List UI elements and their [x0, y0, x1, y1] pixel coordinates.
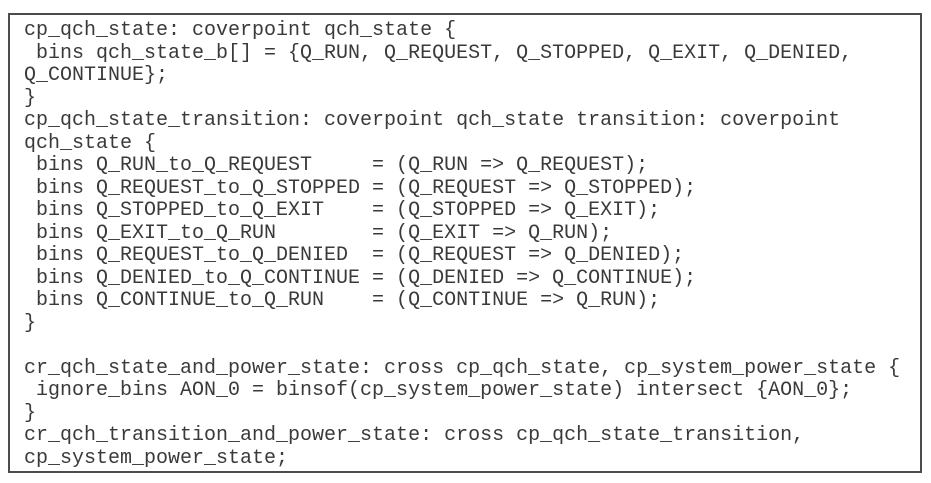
code-line: bins Q_DENIED_to_Q_CONTINUE = (Q_DENIED … [24, 266, 697, 290]
code-line: cr_qch_state_and_power_state: cross cp_q… [24, 356, 901, 380]
code-line: bins Q_CONTINUE_to_Q_RUN = (Q_CONTINUE =… [24, 289, 661, 312]
code-line: ignore_bins AON_0 = binsof(cp_system_pow… [24, 379, 853, 402]
code-line: cp_qch_state: coverpoint qch_state { [24, 19, 457, 42]
code-line: } [24, 401, 37, 425]
code-line: } [24, 311, 37, 335]
code-line: bins Q_REQUEST_to_Q_DENIED = (Q_REQUEST … [24, 244, 685, 267]
code-line: Q_CONTINUE}; [24, 64, 169, 87]
code-line: bins Q_REQUEST_to_Q_STOPPED = (Q_REQUEST… [24, 176, 697, 200]
code-line: bins Q_EXIT_to_Q_RUN = (Q_EXIT => Q_RUN)… [24, 221, 613, 245]
code-line: } [24, 86, 37, 110]
code-line: bins qch_state_b[] = {Q_RUN, Q_REQUEST, … [24, 41, 853, 65]
code-line: bins Q_STOPPED_to_Q_EXIT = (Q_STOPPED =>… [24, 199, 661, 222]
code-figure-frame: cp_qch_state: coverpoint qch_state { bin… [8, 13, 922, 473]
code-line: cp_system_power_state; [24, 446, 289, 470]
code-line [24, 335, 912, 358]
code-line: cr_qch_transition_and_power_state: cross… [24, 424, 805, 447]
code-line: bins Q_RUN_to_Q_REQUEST = (Q_RUN => Q_RE… [24, 154, 649, 177]
code-line: cp_qch_state_transition: coverpoint qch_… [24, 109, 841, 132]
code-listing: cp_qch_state: coverpoint qch_state { bin… [10, 15, 920, 470]
code-line: qch_state { [24, 131, 157, 155]
